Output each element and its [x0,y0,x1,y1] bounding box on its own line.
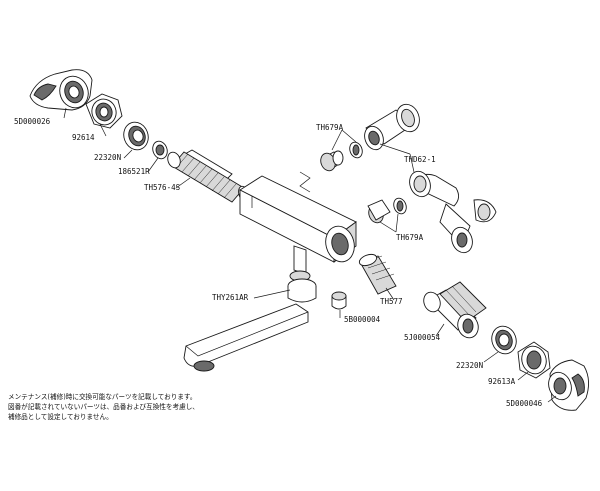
cover-plate-right-part [517,341,551,379]
elbow-upper-part [364,103,420,151]
main-body-part [239,175,357,282]
note-line-3: 補修品として設定しておりません。 [8,413,113,421]
label-screw-cap: 5B000004 [344,315,381,324]
label-handle-right: 5D000046 [506,399,543,408]
spindle-ring-part [152,140,168,160]
label-spout: THY261AR [212,293,249,302]
label-cover-plate-left: 92614 [72,133,95,142]
thermo-cartridge-part [167,149,250,203]
elbow-lower-part [409,170,497,254]
nut-left-part [123,121,149,151]
label-cover-plate-right: 92613A [488,377,516,386]
note-line-1: メンテナンス(補修)時に交換可能なパーツを記載しております。 [8,393,197,401]
label-valve-lower: TH679A [396,233,424,242]
maintenance-note: メンテナンス(補修)時に交換可能なパーツを記載しております。 図番が記載されてい… [8,392,258,422]
valve-lower-part [367,197,407,224]
label-mix-cartridge: 5J000054 [404,333,441,342]
label-spindle-ring: 186521R [118,167,150,176]
label-thermo-cartridge: TH576-4S [144,183,181,192]
label-nut-left: 22320N [94,153,121,162]
leader-lines [63,107,557,403]
note-line-2: 図番が記載されていないパーツは、品番および互換性を考慮し、 [8,403,199,411]
filter-part [358,253,397,295]
mix-cartridge-part [423,281,487,339]
label-valve-upper: TH679A [316,123,344,132]
part-labels: 5D000026 92614 22320N 186521R TH576-4S T… [14,117,543,408]
valve-upper-part [320,141,363,172]
spout-part [183,278,317,372]
screw-cap-part [331,291,347,310]
nut-right-part [491,325,517,355]
label-nut-right: 22320N [456,361,483,370]
handle-right-part [548,359,589,411]
label-handle-left: 5D000026 [14,117,51,126]
handle-left-part [29,69,93,111]
cover-plate-left-part [85,93,123,129]
label-elbow-fitting: THD62-1 [404,155,436,164]
label-filter: TH577 [380,297,403,306]
